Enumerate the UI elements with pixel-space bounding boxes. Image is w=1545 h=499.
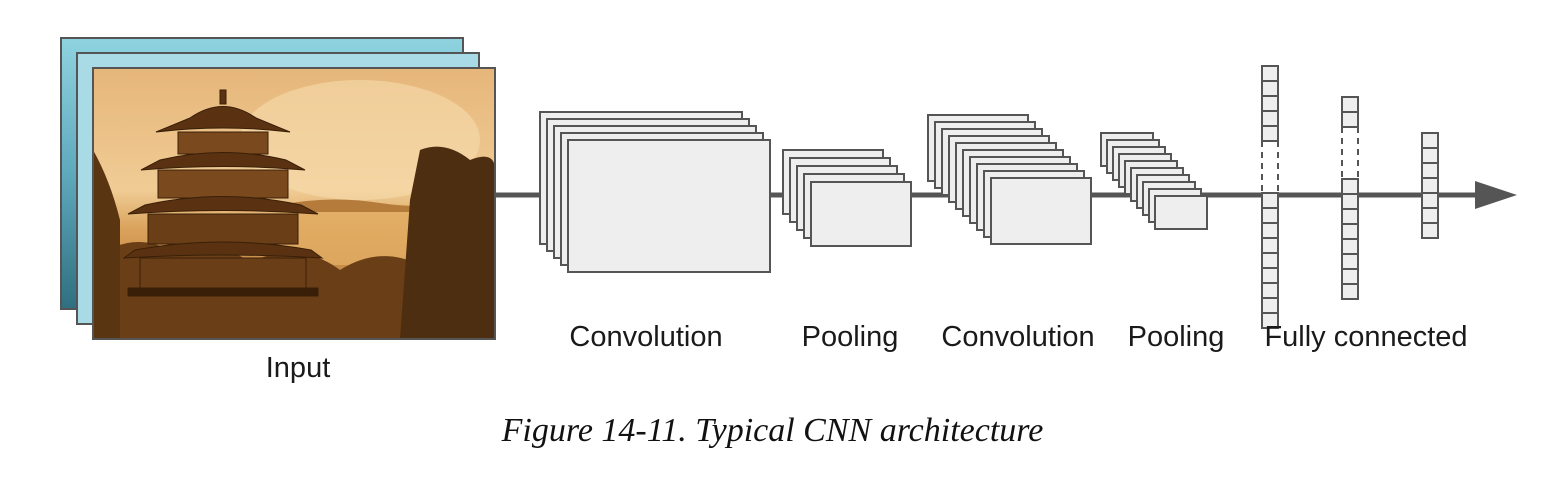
arrow-right-icon [1475,181,1517,209]
label-pooling-1: Pooling [801,321,899,353]
fc2-neuron [1341,111,1359,128]
fc2-ellipsis [1341,127,1359,179]
conv2-map [990,177,1092,245]
fc1-neuron [1261,252,1279,269]
fc1-neuron [1261,312,1279,329]
fc2-neuron [1341,283,1359,300]
label-input: Input [265,352,331,384]
fc2-neuron [1341,208,1359,225]
fc2-neuron [1341,238,1359,255]
fc1-neuron [1261,125,1279,142]
fc1-neuron [1261,207,1279,224]
fc3-neuron [1421,177,1439,194]
label-convolution-1: Convolution [569,321,723,353]
figure-caption: Figure 14-11. Typical CNN architecture [501,412,1044,449]
fc2-neuron [1341,223,1359,240]
pagoda-photo [122,89,324,297]
fc1-neuron [1261,95,1279,112]
input-photo [93,68,495,339]
feature-map-layers [539,65,1439,329]
pool2-map [1154,195,1208,230]
fc3-neuron [1421,192,1439,209]
fc1-neuron [1261,267,1279,284]
conv1-map [567,139,771,273]
fc1-neuron [1261,297,1279,314]
label-convolution-2: Convolution [941,321,1095,353]
fc1-neuron [1261,80,1279,97]
fc3-neuron [1421,207,1439,224]
fc1-neuron [1261,65,1279,82]
input-channel-front [92,67,496,340]
fc1-neuron [1261,110,1279,127]
fc1-neuron [1261,282,1279,299]
fc1-neuron [1261,192,1279,209]
fc2-neuron [1341,253,1359,270]
fc2-neuron [1341,193,1359,210]
fc1-ellipsis [1261,141,1279,193]
pool1-map [810,181,912,247]
fc3-neuron [1421,162,1439,179]
input-stack [60,37,496,340]
fc2-neuron [1341,268,1359,285]
fc2-neuron [1341,96,1359,113]
fc3-neuron [1421,147,1439,164]
label-fully-connected: Fully connected [1264,321,1468,353]
fc1-neuron [1261,237,1279,254]
fc1-neuron [1261,222,1279,239]
fc2-neuron [1341,178,1359,195]
fc3-neuron [1421,222,1439,239]
label-pooling-2: Pooling [1127,321,1225,353]
fc3-neuron [1421,132,1439,149]
